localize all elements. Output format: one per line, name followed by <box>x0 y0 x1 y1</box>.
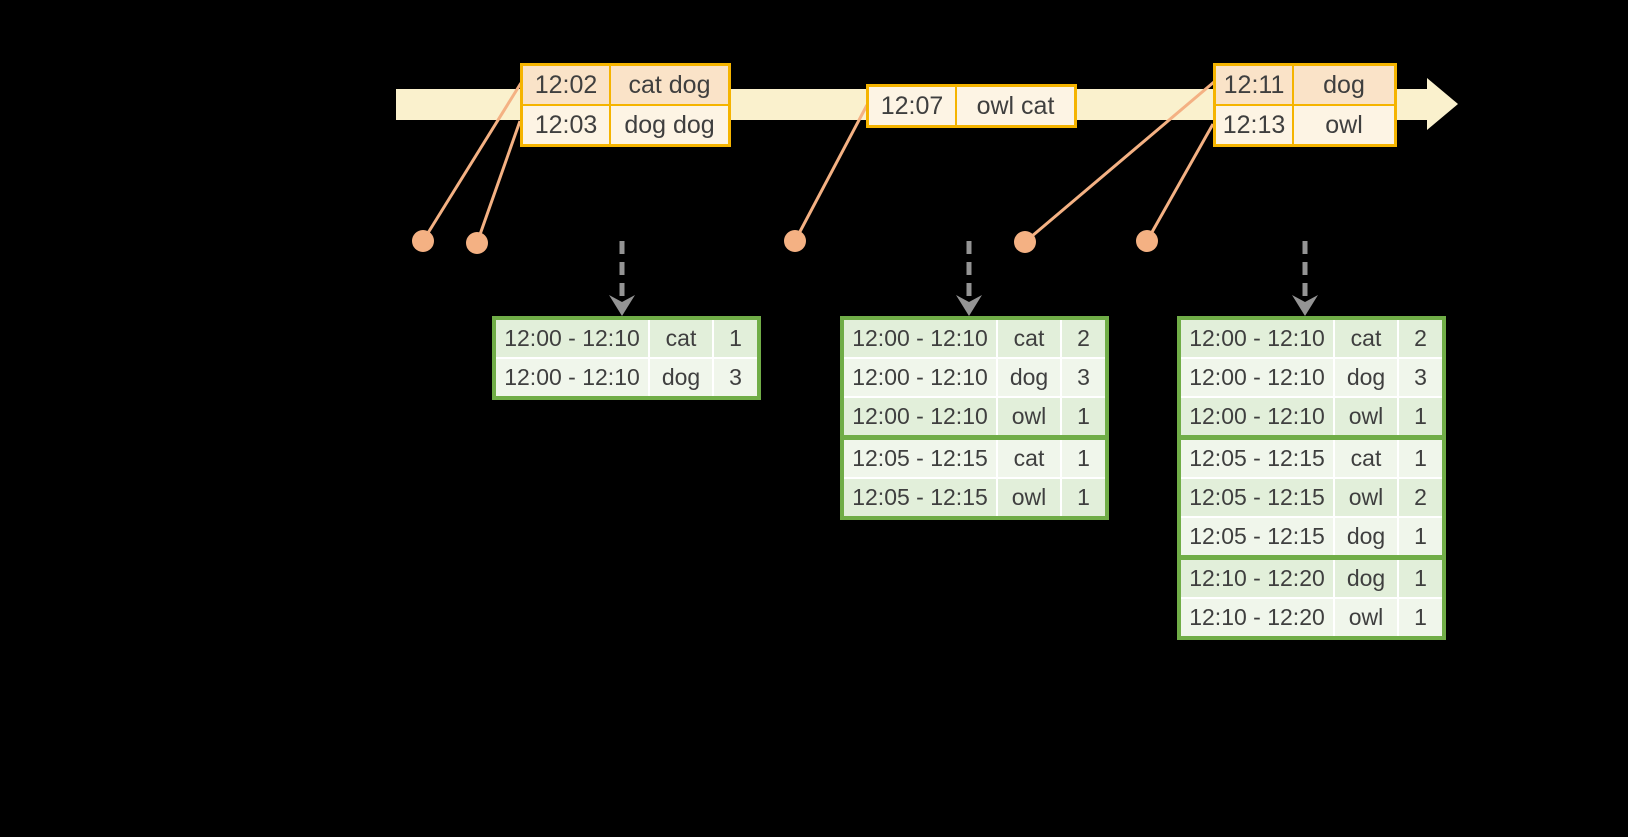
count-cell: 1 <box>1397 597 1445 639</box>
word-cell: dog <box>996 357 1062 398</box>
table-row: 12:00 - 12:10 dog 3 <box>841 357 1108 398</box>
window-cell: 12:00 - 12:10 <box>841 357 998 398</box>
window-cell: 12:05 - 12:15 <box>1178 435 1335 479</box>
timeline-arrowhead-icon <box>1427 78 1458 130</box>
word-cell: dog <box>1333 555 1399 599</box>
word-cell: owl <box>1333 597 1399 639</box>
window-cell: 12:00 - 12:10 <box>493 357 650 399</box>
table-row: 12:00 - 12:10 cat 1 <box>493 317 760 359</box>
table-row: 12:05 - 12:15 dog 1 <box>1178 516 1445 559</box>
count-cell: 3 <box>712 357 760 399</box>
table-row: 12:05 - 12:15 owl 2 <box>1178 477 1445 518</box>
window-cell: 12:05 - 12:15 <box>1178 516 1335 559</box>
word-cell: cat <box>1333 317 1399 359</box>
event-words-cell: dog dog <box>609 104 731 147</box>
window-cell: 12:10 - 12:20 <box>1178 555 1335 599</box>
window-cell: 12:05 - 12:15 <box>1178 477 1335 518</box>
table-row: 12:13 owl <box>1213 104 1397 147</box>
event-words-cell: owl <box>1292 104 1397 147</box>
table-row: 12:11 dog <box>1213 63 1397 106</box>
count-cell: 1 <box>712 317 760 359</box>
window-cell: 12:10 - 12:20 <box>1178 597 1335 639</box>
event-connector-line <box>475 120 522 244</box>
event-words-cell: dog <box>1292 63 1397 106</box>
event-time-cell: 12:03 <box>520 104 611 147</box>
word-cell: cat <box>996 317 1062 359</box>
count-cell: 1 <box>1060 435 1108 479</box>
word-cell: owl <box>1333 396 1399 439</box>
table-row: 12:07 owl cat <box>866 84 1077 128</box>
word-cell: owl <box>996 477 1062 519</box>
word-cell: cat <box>1333 435 1399 479</box>
window-cell: 12:00 - 12:10 <box>1178 317 1335 359</box>
word-cell: cat <box>648 317 714 359</box>
event-connector-line <box>421 82 523 242</box>
count-cell: 1 <box>1397 555 1445 599</box>
result-table: 12:00 - 12:10 cat 2 12:00 - 12:10 dog 3 … <box>840 316 1109 520</box>
event-table: 12:11 dog 12:13 owl <box>1213 63 1397 147</box>
word-cell: owl <box>1333 477 1399 518</box>
event-time-cell: 12:11 <box>1213 63 1294 106</box>
count-cell: 2 <box>1397 477 1445 518</box>
trigger-arrowhead-icon <box>609 295 635 316</box>
trigger-arrowhead-icon <box>956 295 982 316</box>
word-cell: dog <box>648 357 714 399</box>
word-cell: cat <box>996 435 1062 479</box>
window-cell: 12:05 - 12:15 <box>841 477 998 519</box>
event-time-cell: 12:02 <box>520 63 611 106</box>
word-cell: owl <box>996 396 1062 439</box>
count-cell: 2 <box>1397 317 1445 359</box>
event-words-cell: owl cat <box>955 84 1077 128</box>
trigger-arrowhead-icon <box>1292 295 1318 316</box>
table-row: 12:00 - 12:10 owl 1 <box>841 396 1108 439</box>
table-row: 12:10 - 12:20 dog 1 <box>1178 555 1445 599</box>
result-table: 12:00 - 12:10 cat 1 12:00 - 12:10 dog 3 <box>492 316 761 400</box>
event-table: 12:02 cat dog 12:03 dog dog <box>520 63 731 147</box>
event-connector-line <box>1024 80 1215 244</box>
table-row: 12:05 - 12:15 owl 1 <box>841 477 1108 519</box>
table-row: 12:05 - 12:15 cat 1 <box>841 435 1108 479</box>
window-cell: 12:00 - 12:10 <box>1178 396 1335 439</box>
count-cell: 3 <box>1397 357 1445 398</box>
count-cell: 3 <box>1060 357 1108 398</box>
table-row: 12:02 cat dog <box>520 63 731 106</box>
event-connector-line <box>1145 123 1215 242</box>
word-cell: dog <box>1333 516 1399 559</box>
count-cell: 1 <box>1060 477 1108 519</box>
table-row: 12:10 - 12:20 owl 1 <box>1178 597 1445 639</box>
count-cell: 1 <box>1397 435 1445 479</box>
window-cell: 12:00 - 12:10 <box>1178 357 1335 398</box>
table-row: 12:00 - 12:10 cat 2 <box>841 317 1108 359</box>
result-table: 12:00 - 12:10 cat 2 12:00 - 12:10 dog 3 … <box>1177 316 1446 640</box>
event-dot <box>784 230 806 252</box>
count-cell: 1 <box>1397 516 1445 559</box>
table-row: 12:03 dog dog <box>520 104 731 147</box>
event-words-cell: cat dog <box>609 63 731 106</box>
table-row: 12:00 - 12:10 owl 1 <box>1178 396 1445 439</box>
window-cell: 12:00 - 12:10 <box>841 317 998 359</box>
event-dot <box>1136 230 1158 252</box>
window-cell: 12:05 - 12:15 <box>841 435 998 479</box>
event-dot <box>1014 231 1036 253</box>
event-time-cell: 12:13 <box>1213 104 1294 147</box>
event-dot <box>466 232 488 254</box>
count-cell: 1 <box>1060 396 1108 439</box>
event-time-cell: 12:07 <box>866 84 957 128</box>
count-cell: 1 <box>1397 396 1445 439</box>
table-row: 12:00 - 12:10 dog 3 <box>493 357 760 399</box>
event-connector-line <box>793 104 869 242</box>
table-row: 12:05 - 12:15 cat 1 <box>1178 435 1445 479</box>
table-row: 12:00 - 12:10 cat 2 <box>1178 317 1445 359</box>
count-cell: 2 <box>1060 317 1108 359</box>
event-table: 12:07 owl cat <box>866 84 1077 128</box>
event-dot <box>412 230 434 252</box>
table-row: 12:00 - 12:10 dog 3 <box>1178 357 1445 398</box>
word-cell: dog <box>1333 357 1399 398</box>
window-cell: 12:00 - 12:10 <box>841 396 998 439</box>
window-cell: 12:00 - 12:10 <box>493 317 650 359</box>
